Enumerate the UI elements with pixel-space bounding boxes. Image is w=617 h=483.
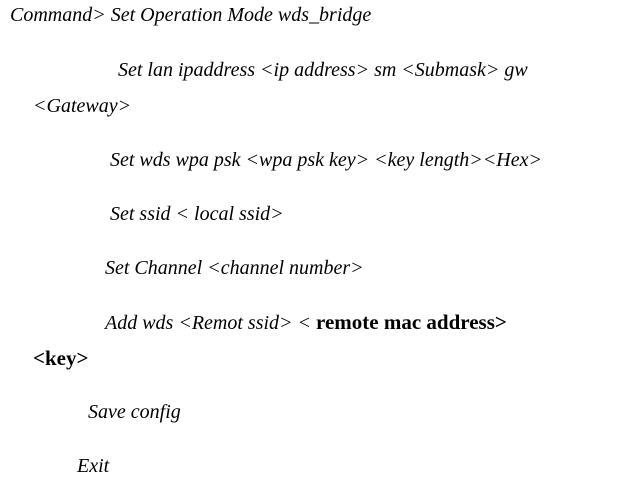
set-ssid-line: Set ssid < local ssid>	[110, 203, 284, 225]
remote-mac-address-text: remote mac address>	[316, 310, 507, 334]
gateway-line: <Gateway>	[33, 95, 132, 117]
command-line: Command> Set Operation Mode wds_bridge	[10, 4, 372, 26]
set-wds-line: Set wds wpa psk <wpa psk key> <key lengt…	[110, 149, 542, 171]
add-wds-text: Add wds <Remot ssid> <	[105, 312, 317, 334]
add-wds-line: Add wds <Remot ssid> < remote mac addres…	[105, 310, 507, 335]
save-config-line: Save config	[88, 401, 181, 423]
set-channel-line: Set Channel <channel number>	[105, 257, 364, 279]
key-line: <key>	[33, 346, 89, 370]
set-lan-line: Set lan ipaddress <ip address> sm <Subma…	[118, 59, 528, 81]
exit-line: Exit	[77, 455, 110, 477]
